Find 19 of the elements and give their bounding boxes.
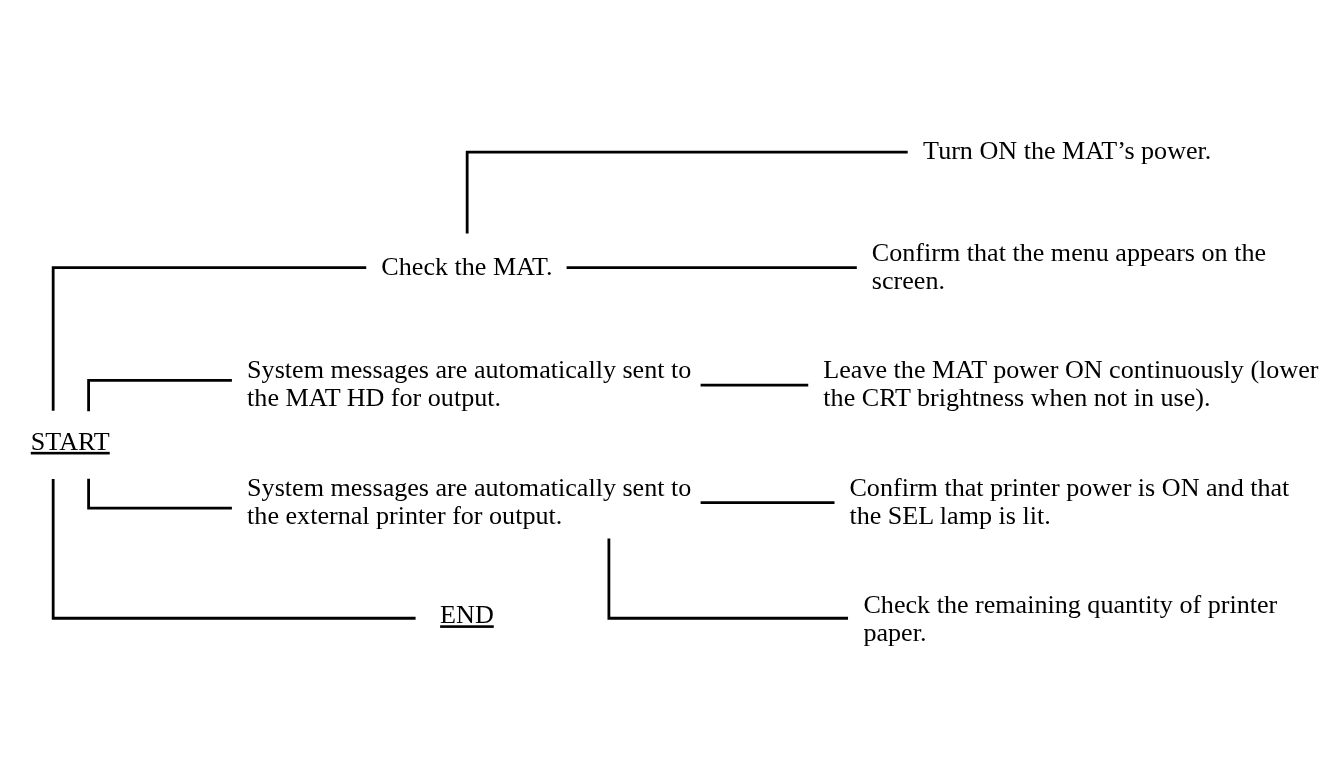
connector <box>566 265 857 269</box>
connector <box>465 150 908 234</box>
connector <box>700 383 809 387</box>
node-text: Confirm that printer power is ON and that the SEL lamp is lit. <box>849 472 1290 530</box>
node-text: Leave the MAT power ON continuously (lower the CRT brightness when not in use). <box>823 354 1319 412</box>
node-text: System messages are automatically sent to the MAT HD for output. <box>247 354 692 412</box>
node-text: System messages are automatically sent to the external printer for output. <box>247 472 692 530</box>
node-text: Confirm that the menu appears on the screen. <box>871 237 1267 295</box>
node-text: Check the remaining quantity of printer paper. <box>863 589 1278 647</box>
connector <box>51 478 416 620</box>
connector <box>607 538 849 620</box>
connector <box>87 478 232 510</box>
node-text: Turn ON the MAT’s power. <box>923 135 1212 165</box>
node-text: START <box>30 426 110 456</box>
connector <box>700 500 835 504</box>
connector <box>51 265 367 411</box>
node-text: Check the MAT. <box>381 251 553 281</box>
connector <box>87 378 232 411</box>
node-text: END <box>440 599 494 629</box>
